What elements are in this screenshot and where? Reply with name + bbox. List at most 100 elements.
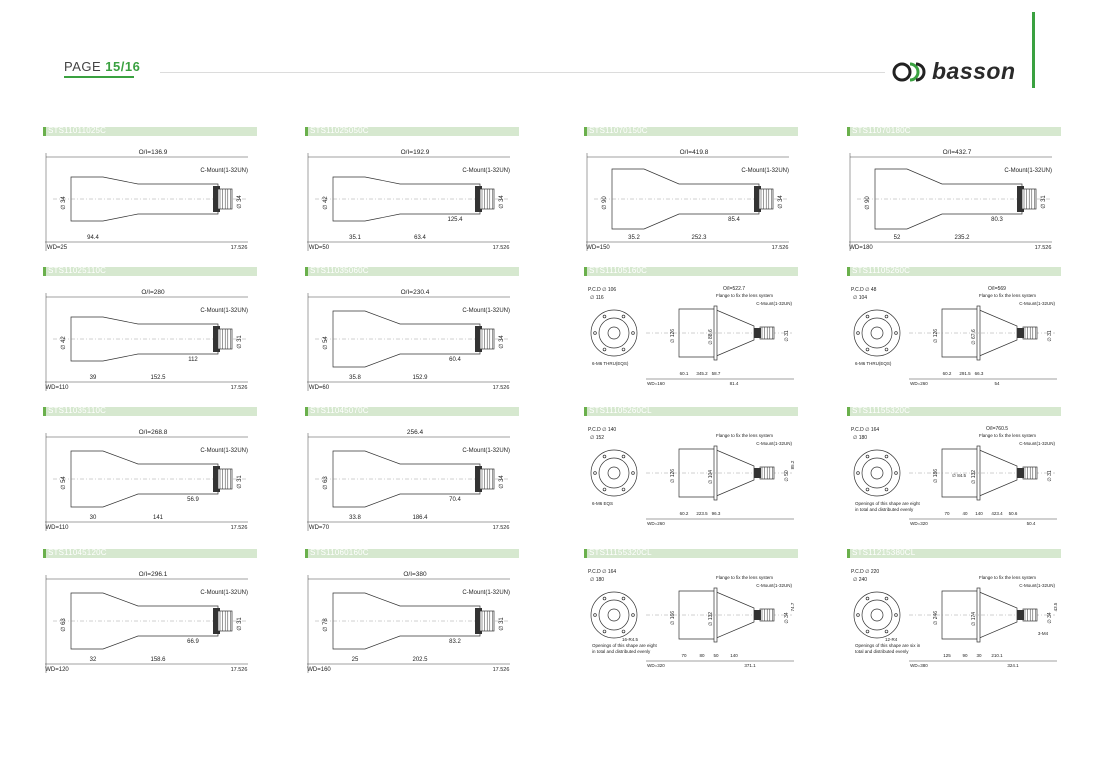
flange-note-label: Flange to fix the lens system (979, 433, 1036, 438)
segment-length-label: 80.3 (991, 217, 1003, 223)
product-header-accent (305, 127, 308, 136)
thread-label: C-Mount(1-32UN) (462, 308, 510, 314)
brand-strip (1017, 610, 1024, 620)
product-header-bar: STS11060160C (305, 548, 519, 558)
working-distance-label: WD=25 (47, 245, 68, 251)
brand-strip (213, 466, 220, 492)
brand-strip (475, 186, 482, 212)
holes-note: Openings of this shape are six in (855, 643, 921, 648)
product-code: STS11105260C (852, 266, 911, 275)
segment-length-label: 141 (153, 515, 164, 521)
product-header-accent (584, 267, 587, 276)
brand-strip (213, 326, 220, 352)
working-distance-label: WD=110 (45, 385, 69, 391)
segment-length-label: 58.7 (712, 371, 721, 376)
mount-hole (856, 331, 860, 335)
height-label: 43.5 (1053, 602, 1058, 611)
segment-length-label: 40 (962, 511, 968, 516)
product-header-bar: STS11045120C (43, 548, 257, 558)
segment-length-label: 371.1 (744, 663, 756, 668)
working-distance-label: WD=260 (910, 381, 928, 386)
rear-diameter-label: ∅ 31 (1040, 195, 1047, 209)
segment-length-label: 66.9 (187, 639, 199, 645)
product-header-bar: STS11025110C (43, 266, 257, 276)
product-header-accent (43, 549, 46, 558)
thread-label: C-Mount(1-32UN) (462, 448, 510, 454)
inner-diameter-label: ∅ 132 (971, 470, 977, 484)
product-code: STS11045120C (48, 548, 107, 557)
product-code: STS11155320C (852, 406, 911, 415)
front-diameter-label: ∅ 42 (60, 336, 67, 350)
holes-note: 6-M6 THRU(EQS) (855, 361, 892, 366)
mount-hole (621, 487, 626, 492)
product-header-accent (43, 407, 46, 416)
flange-distance-label: 17.526 (231, 525, 248, 531)
segment-length-label: 50.4 (1027, 521, 1036, 526)
rear-diameter-label: ∅ 34 (498, 335, 505, 349)
segment-length-label: 60.2 (680, 511, 689, 516)
mount-hole (865, 629, 870, 634)
mount-hole (865, 487, 870, 492)
mount-hole (602, 454, 607, 459)
segment-length-label: 35.2 (628, 235, 640, 241)
thread-label: C-Mount(1-32UN) (756, 583, 792, 588)
product-header-accent (584, 549, 587, 558)
thread-label: C-Mount(1-32UN) (200, 590, 248, 596)
brand-strip (1017, 328, 1024, 338)
brand-strip (1017, 468, 1024, 478)
product-code: STS11025110C (48, 266, 107, 275)
mount-hole (884, 314, 889, 319)
segment-length-label: 158.6 (150, 657, 166, 663)
segment-length-label: 33.8 (349, 515, 361, 521)
brand-strip (213, 608, 220, 634)
working-distance-label: WD=110 (45, 525, 69, 531)
segment-length-label: 70 (944, 511, 950, 516)
segment-length-label: 96.3 (712, 511, 721, 516)
overall-length-label: O/I=760.5 (986, 426, 1008, 432)
product-code: STS11025050C (310, 126, 369, 135)
brand-logo: basson (892, 58, 1024, 88)
working-distance-label: WD=160 (647, 381, 665, 386)
rear-diameter-label: ∅ 31 (1047, 470, 1053, 482)
product-code: STS11155320CL (589, 548, 652, 557)
front-diameter-label: ∅ 54 (322, 336, 329, 350)
overall-length-label: O/I=296.1 (139, 571, 168, 578)
mount-hole (884, 596, 889, 601)
flange-distance-label: 17.526 (231, 385, 248, 391)
segment-length-label: 60.1 (680, 371, 689, 376)
flange-distance-label: 17.526 (493, 385, 510, 391)
mount-hole (894, 613, 898, 617)
rear-diameter-label: ∅ 50 (784, 470, 790, 482)
product-code: STS11105260CL (589, 406, 652, 415)
brand-strip (475, 466, 482, 492)
height-label: 74.7 (790, 602, 795, 611)
working-distance-label: WD=320 (647, 663, 665, 668)
brand-strip (754, 468, 761, 478)
segment-length-label: 52 (894, 235, 901, 241)
segment-length-label: 90 (962, 653, 968, 658)
working-distance-label: WD=160 (307, 667, 331, 673)
holes-note: 6-M6 EQS (592, 501, 613, 506)
mount-hole (621, 596, 626, 601)
product-header-accent (305, 549, 308, 558)
product-header-bar: STS11035110C (43, 406, 257, 416)
product-code: STS11070150C (589, 126, 648, 135)
